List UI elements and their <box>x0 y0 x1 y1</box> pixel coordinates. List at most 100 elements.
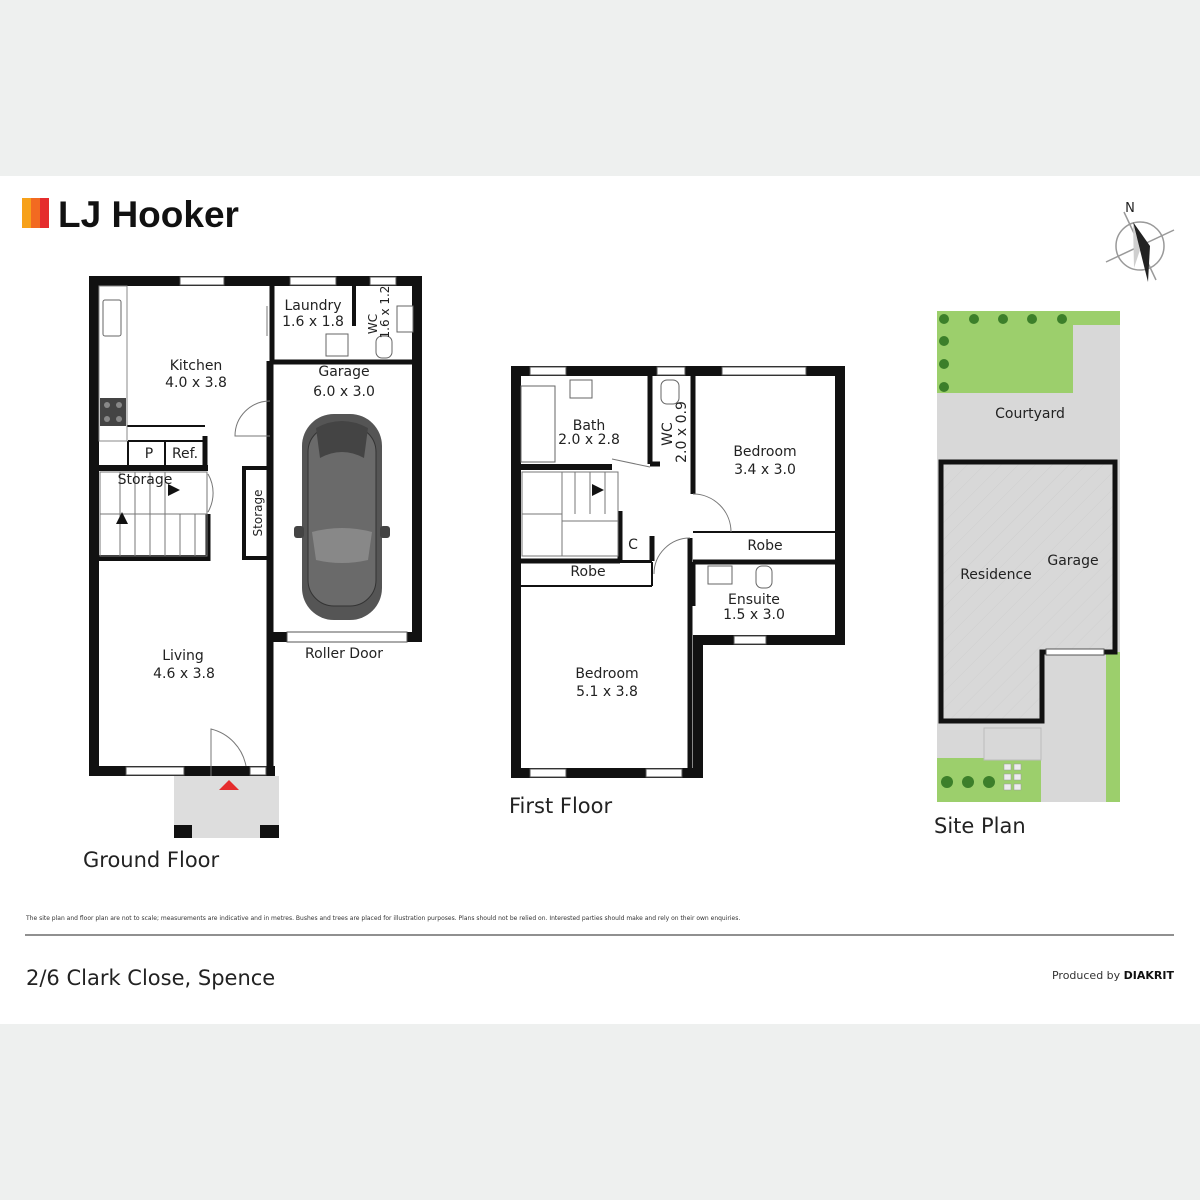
disclaimer: The site plan and floor plan are not to … <box>25 915 740 922</box>
garage-label: Garage <box>318 364 369 380</box>
window-bedroom1-a <box>529 768 567 778</box>
logo-bar-2 <box>31 198 40 228</box>
courtyard-label: Courtyard <box>995 406 1065 422</box>
courtyard-garden <box>937 311 1073 393</box>
ground-stairs <box>99 471 208 557</box>
kitchen-size: 4.0 x 3.8 <box>165 375 227 391</box>
front-garden-strip <box>1106 652 1120 802</box>
cooktop-icon <box>100 398 126 426</box>
residence-footprint <box>938 459 1118 724</box>
ensuite-toilet-icon <box>755 565 773 589</box>
pavers <box>1003 763 1022 791</box>
property-address: 2/6 Clark Close, Spence <box>26 966 275 990</box>
garage-size: 6.0 x 3.0 <box>313 384 375 400</box>
wc-size: 1.6 x 1.2 <box>378 286 392 339</box>
floor-plan-sheet: LJ Hooker N <box>0 176 1200 1024</box>
bedroom2-label: Bedroom <box>733 444 796 460</box>
wc-first-size: 2.0 x 0.9 <box>674 401 690 463</box>
bath-vanity-icon <box>569 379 593 399</box>
living-size: 4.6 x 3.8 <box>153 666 215 682</box>
first-floor-title: First Floor <box>509 794 612 818</box>
door-swing-garage <box>234 400 271 437</box>
window-bedroom2 <box>721 366 807 376</box>
compass-needle-dark <box>1133 222 1150 282</box>
kitchen-label: Kitchen <box>170 358 223 374</box>
residence-label: Residence <box>960 567 1032 583</box>
bedroom1-size: 5.1 x 3.8 <box>576 684 638 700</box>
bathtub-icon <box>520 385 556 463</box>
door-swing-bedroom2 <box>692 493 732 533</box>
door-swing-entry <box>210 728 247 776</box>
wc-basin-icon <box>396 305 414 333</box>
window-wc <box>369 276 397 286</box>
kitchen-sink-icon <box>102 299 122 337</box>
window-bedroom1-b <box>645 768 683 778</box>
bedroom2-size: 3.4 x 3.0 <box>734 462 796 478</box>
compass-needle-light <box>1133 222 1140 268</box>
laundry-size: 1.6 x 1.8 <box>282 314 344 330</box>
living-label: Living <box>162 648 204 664</box>
roller-door-opening <box>286 631 408 643</box>
wc-toilet-first-icon <box>660 379 680 405</box>
site-garage-door <box>1045 648 1105 656</box>
first-floor-exterior-wall <box>511 366 845 778</box>
door-swing-storage <box>207 473 214 513</box>
bath-label: Bath <box>573 418 606 434</box>
wc-label: WC <box>366 314 380 334</box>
first-stairs <box>521 471 619 557</box>
car-icon <box>294 414 390 620</box>
door-swing-bedroom1 <box>653 537 691 575</box>
footpath <box>983 727 1042 761</box>
laundry-tub-icon <box>325 333 349 357</box>
window-laundry <box>289 276 337 286</box>
robe1-label: Robe <box>570 564 605 580</box>
window-living-side <box>249 766 267 776</box>
credit: Produced by DIAKRIT <box>1052 969 1175 982</box>
storage-cupboard <box>242 466 272 560</box>
site-plan: Courtyard Residence Garage Site Plan <box>934 311 1120 838</box>
wc-first-label: WC <box>660 422 676 446</box>
ground-floor-exterior-wall <box>89 276 422 771</box>
pantry-label: P <box>145 446 153 462</box>
bath-size: 2.0 x 2.8 <box>558 432 620 448</box>
ground-floor-title: Ground Floor <box>83 848 220 872</box>
first-floor-plan: Bath 2.0 x 2.8 WC 2.0 x 0.9 Bedroom 3.4 … <box>509 366 845 818</box>
storage-label: Storage <box>251 490 265 537</box>
bedroom1-label: Bedroom <box>575 666 638 682</box>
storage-stairs-label: Storage <box>118 472 173 488</box>
window-living <box>125 766 185 776</box>
compass-ring <box>1115 221 1165 271</box>
window-ensuite <box>733 635 767 645</box>
credit-company: DIAKRIT <box>1124 969 1175 982</box>
site-plan-title: Site Plan <box>934 814 1026 838</box>
porch-post-right <box>260 825 279 838</box>
door-swing-bath <box>611 458 651 468</box>
roller-door-label: Roller Door <box>305 646 383 662</box>
window-wc-first <box>656 366 686 376</box>
porch-post-left <box>174 825 192 838</box>
fridge-label: Ref. <box>172 446 198 462</box>
shrub-row <box>939 314 1067 788</box>
window-kitchen <box>179 276 225 286</box>
brand-name: LJ Hooker <box>58 194 239 235</box>
logo-bar-3 <box>40 198 49 228</box>
stair-arrow-icon-2 <box>168 484 180 496</box>
site-garage-label: Garage <box>1047 553 1098 569</box>
brand-logo: LJ Hooker <box>22 194 239 235</box>
stair-arrow-icon <box>116 512 128 524</box>
compass-north-label: N <box>1125 201 1135 216</box>
closet-label: C <box>628 537 638 553</box>
compass: N <box>1105 201 1175 282</box>
wc-toilet-icon <box>375 335 393 359</box>
credit-prefix: Produced by <box>1052 969 1121 982</box>
logo-bar-1 <box>22 198 31 228</box>
window-bath <box>529 366 567 376</box>
ensuite-vanity-icon <box>707 565 733 585</box>
entry-arrow-icon <box>219 780 239 790</box>
ground-floor-plan: Kitchen 4.0 x 3.8 Laundry 1.6 x 1.8 WC 1… <box>83 276 422 872</box>
ensuite-size: 1.5 x 3.0 <box>723 607 785 623</box>
first-stair-arrow-icon <box>592 484 604 496</box>
ensuite-label: Ensuite <box>728 592 780 608</box>
laundry-label: Laundry <box>284 298 341 314</box>
robe2-label: Robe <box>747 538 782 554</box>
